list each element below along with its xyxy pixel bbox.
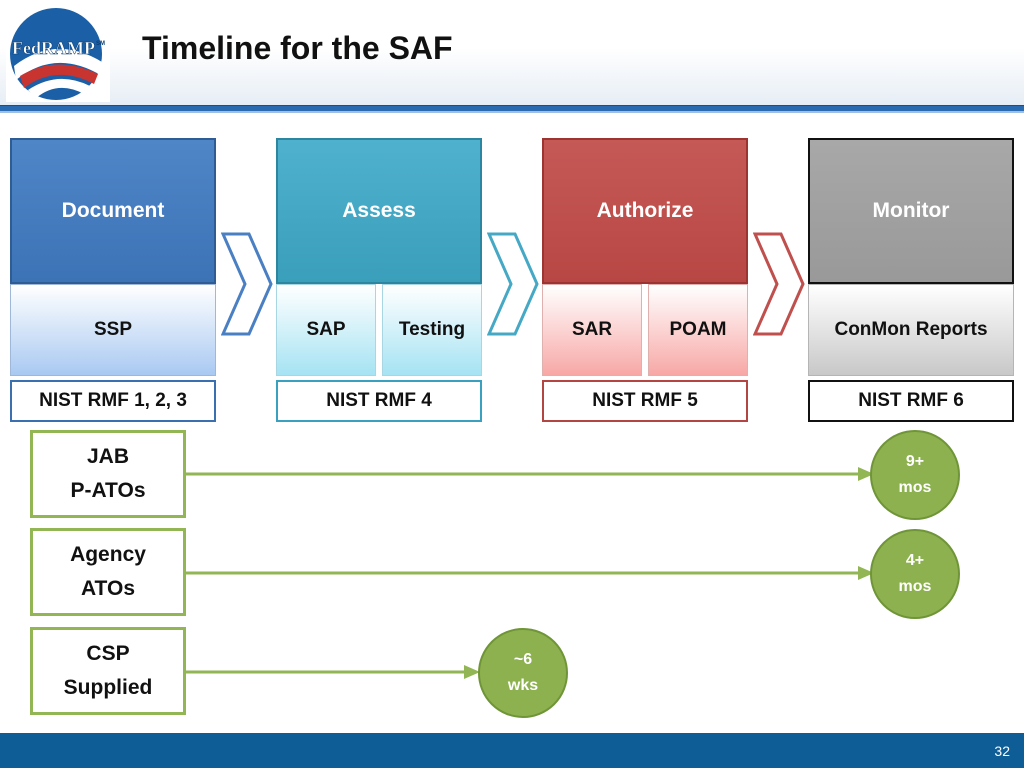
duration-unit: mos xyxy=(898,578,932,595)
phase-monitor-nist: NIST RMF 6 xyxy=(808,380,1014,422)
timeline-label-csp: CSP Supplied xyxy=(30,627,186,715)
timeline-label-line1: CSP xyxy=(86,642,130,666)
timeline-label-jab: JAB P-ATOs xyxy=(30,430,186,518)
deliverable-poam: POAM xyxy=(648,284,748,376)
logo-service-mark: SM xyxy=(96,41,105,47)
timeline-label-agency: Agency ATOs xyxy=(30,528,186,616)
slide-header xyxy=(0,0,1024,106)
timeline-arrow xyxy=(186,566,874,580)
timeline-label-line1: JAB xyxy=(86,445,129,469)
phase-authorize-nist: NIST RMF 5 xyxy=(542,380,748,422)
header-divider-highlight xyxy=(0,111,1024,113)
page-number: 32 xyxy=(994,743,1010,759)
phase-authorize-deliverables: SAR POAM xyxy=(542,284,748,376)
duration-value: ~6 xyxy=(513,650,533,668)
deliverable-sar: SAR xyxy=(542,284,642,376)
phase-authorize-header: Authorize xyxy=(542,138,748,284)
chevron-right-icon xyxy=(487,232,539,336)
deliverable-testing: Testing xyxy=(382,284,482,376)
timeline-label-line2: P-ATOs xyxy=(70,479,146,502)
timeline-label-line2: Supplied xyxy=(63,676,153,699)
phase-document-nist: NIST RMF 1, 2, 3 xyxy=(10,380,216,422)
duration-badge-csp: ~6 wks xyxy=(478,628,568,718)
duration-value: 9+ xyxy=(905,452,925,470)
chevron-right-icon xyxy=(753,232,805,336)
deliverable-sap: SAP xyxy=(276,284,376,376)
timeline-arrow xyxy=(186,665,480,679)
duration-value: 4+ xyxy=(905,551,925,569)
phase-assess-header: Assess xyxy=(276,138,482,284)
timeline-label-line2: ATOs xyxy=(80,577,136,600)
deliverable-ssp: SSP xyxy=(10,284,216,376)
timeline-label-line1: Agency xyxy=(70,543,146,567)
chevron-right-icon xyxy=(221,232,273,336)
phase-document-deliverables: SSP xyxy=(10,284,216,376)
duration-unit: wks xyxy=(507,677,539,694)
phase-assess-nist: NIST RMF 4 xyxy=(276,380,482,422)
deliverable-conmon-reports: ConMon Reports xyxy=(808,284,1014,376)
logo-wordmark: FedRAMP xyxy=(12,38,95,58)
duration-badge-jab: 9+ mos xyxy=(870,430,960,520)
phase-monitor-header: Monitor xyxy=(808,138,1014,284)
duration-badge-agency: 4+ mos xyxy=(870,529,960,619)
phase-assess-deliverables: SAP Testing xyxy=(276,284,482,376)
fedramp-logo: FedRAMP SM xyxy=(6,4,110,102)
slide-footer: 32 xyxy=(0,733,1024,768)
phase-document-header: Document xyxy=(10,138,216,284)
timeline-arrow xyxy=(186,467,874,481)
page-title: Timeline for the SAF xyxy=(142,30,453,66)
phase-monitor-deliverables: ConMon Reports xyxy=(808,284,1014,376)
duration-unit: mos xyxy=(898,479,932,496)
header-divider xyxy=(0,105,1024,111)
